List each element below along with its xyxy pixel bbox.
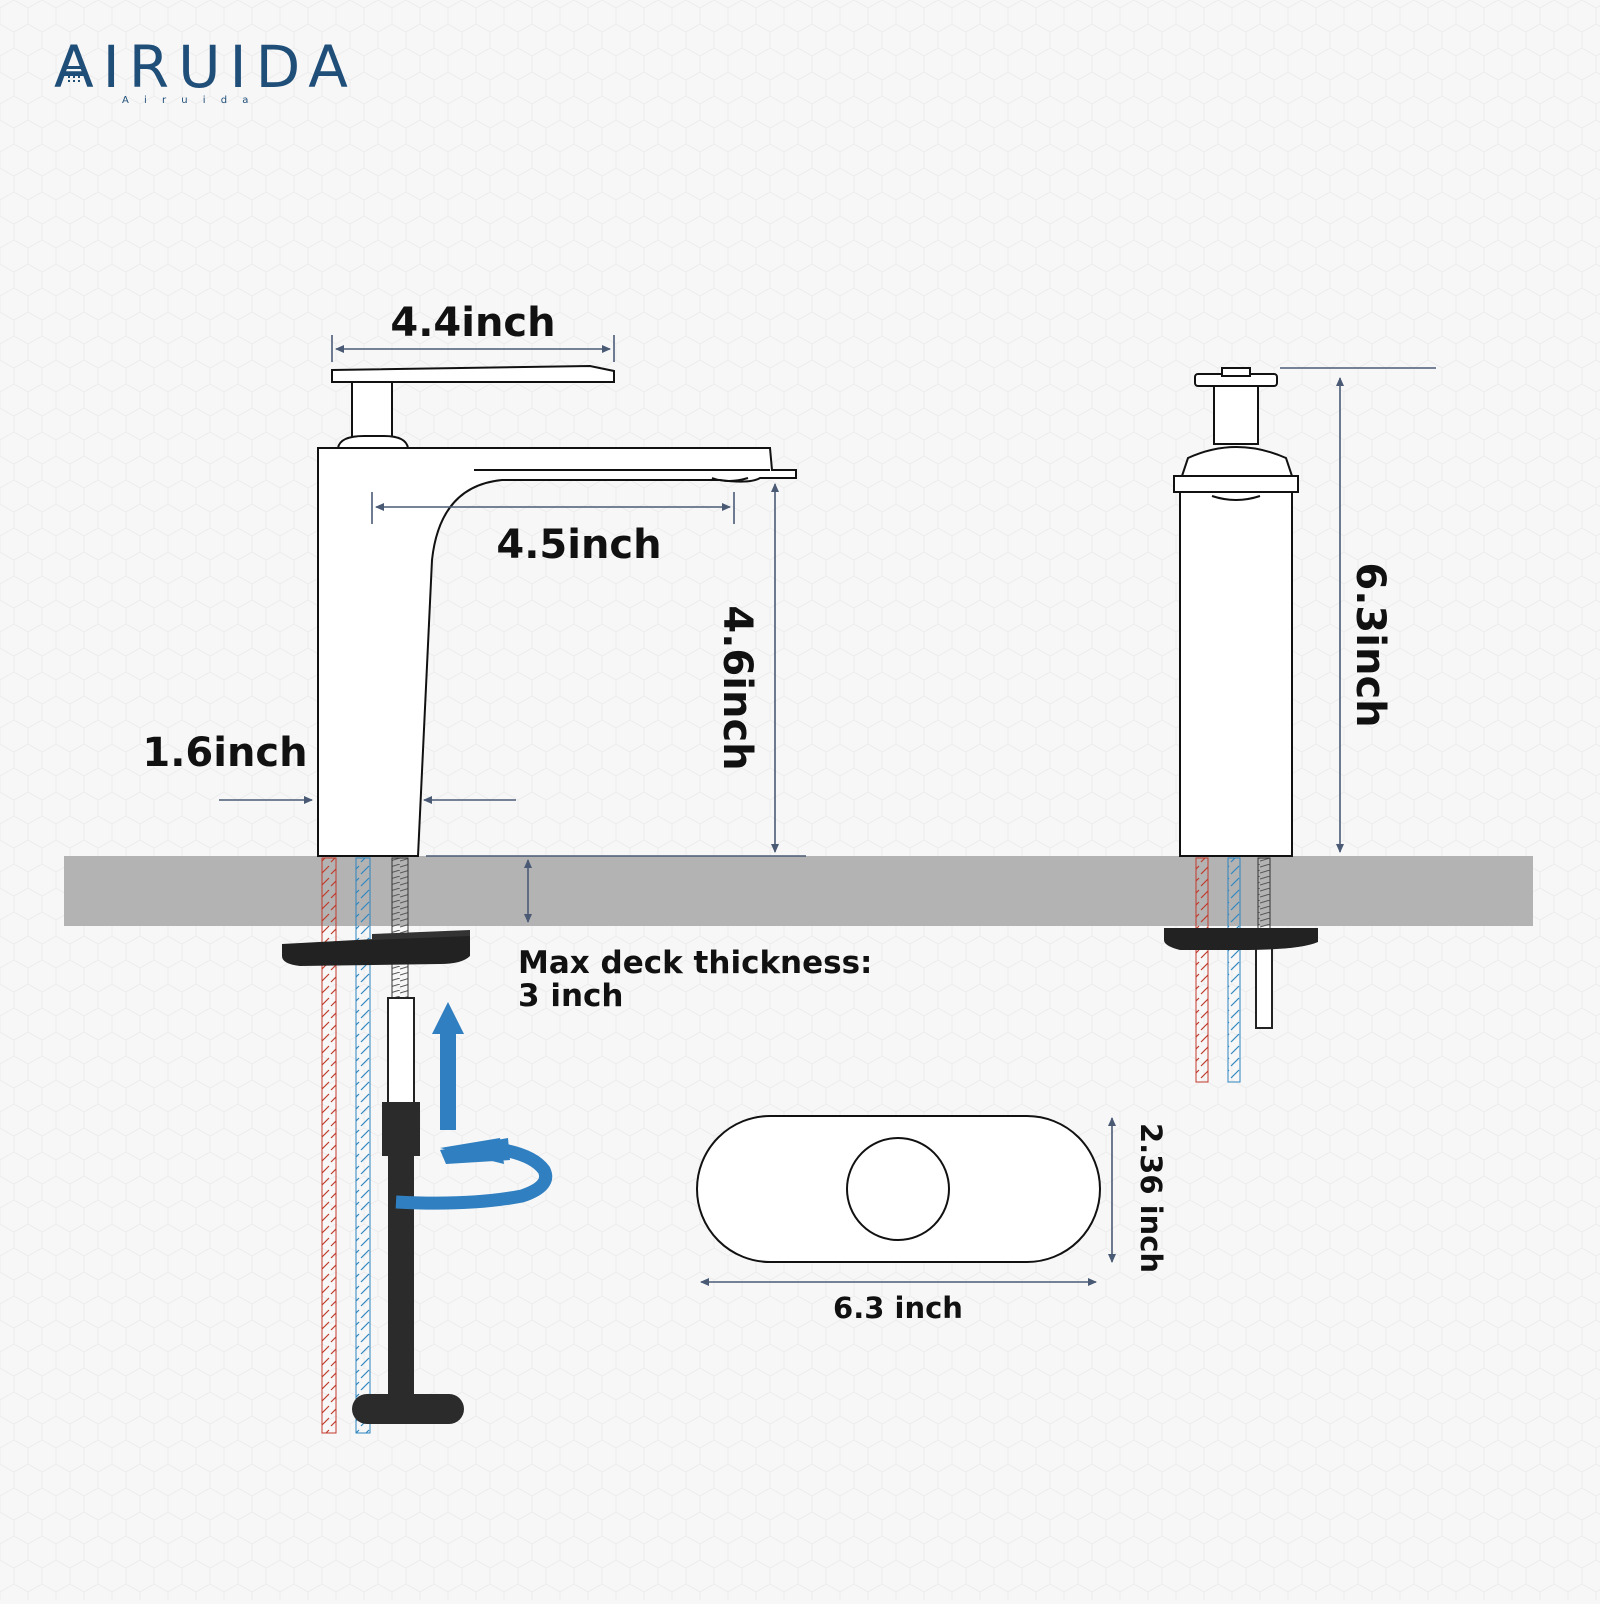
shower-icon xyxy=(67,66,81,84)
label-plate-width: 6.3 inch xyxy=(833,1291,963,1325)
front-collar-detail xyxy=(1211,495,1261,501)
label-deck-thickness-title: Max deck thickness: xyxy=(518,945,872,981)
aerator xyxy=(711,477,749,482)
right-under-deck-hardware xyxy=(1164,857,1318,1083)
mounting-bracket xyxy=(282,934,470,966)
front-handle-stem xyxy=(1213,385,1259,445)
front-cold-hose xyxy=(1227,857,1241,1083)
front-collar xyxy=(1173,475,1299,493)
front-body xyxy=(1179,491,1293,857)
front-handle-cap xyxy=(1221,367,1251,377)
install-wrench-shaft xyxy=(388,1156,414,1418)
install-wrench-head xyxy=(382,1102,420,1156)
install-wrench-handle xyxy=(352,1394,464,1424)
install-sleeve xyxy=(387,997,415,1104)
handle-base xyxy=(336,435,410,449)
threaded-rod xyxy=(391,857,409,999)
faucet-body xyxy=(317,447,797,857)
label-plate-height: 2.36 inch xyxy=(1134,1123,1168,1273)
brand-name: AIRUIDA xyxy=(54,33,357,101)
handle-lever xyxy=(331,364,615,383)
label-handle-length: 4.4inch xyxy=(390,300,555,346)
deck-plate-hole xyxy=(846,1137,950,1241)
label-total-height: 6.3inch xyxy=(1347,562,1393,727)
brand-tagline: A i r u i d a xyxy=(122,95,254,106)
dimension-lines xyxy=(219,335,1436,1286)
countertop-deck xyxy=(64,856,1533,926)
label-base-width: 1.6inch xyxy=(142,730,307,776)
left-under-deck-hardware xyxy=(282,857,553,1434)
faucet-front-view xyxy=(1173,367,1299,857)
label-spout-reach: 4.5inch xyxy=(496,522,661,568)
faucet-side-view xyxy=(317,364,797,857)
brand-logo: AIRUIDA A i r u i d a xyxy=(54,33,357,106)
handle-stem xyxy=(351,381,393,439)
label-deck-thickness-value: 3 inch xyxy=(518,978,624,1014)
arrow-up-icon xyxy=(432,1002,464,1130)
front-rod-sleeve xyxy=(1255,943,1273,1029)
hot-water-hose xyxy=(321,857,337,1434)
cold-water-hose xyxy=(355,857,371,1434)
deck-plate xyxy=(696,1115,1101,1263)
label-spout-height: 4.6inch xyxy=(714,605,760,770)
front-handle-base xyxy=(1180,446,1294,477)
rotate-arrow-icon xyxy=(395,1138,553,1210)
front-mounting-bracket xyxy=(1164,928,1318,950)
front-hot-hose xyxy=(1195,857,1209,1083)
